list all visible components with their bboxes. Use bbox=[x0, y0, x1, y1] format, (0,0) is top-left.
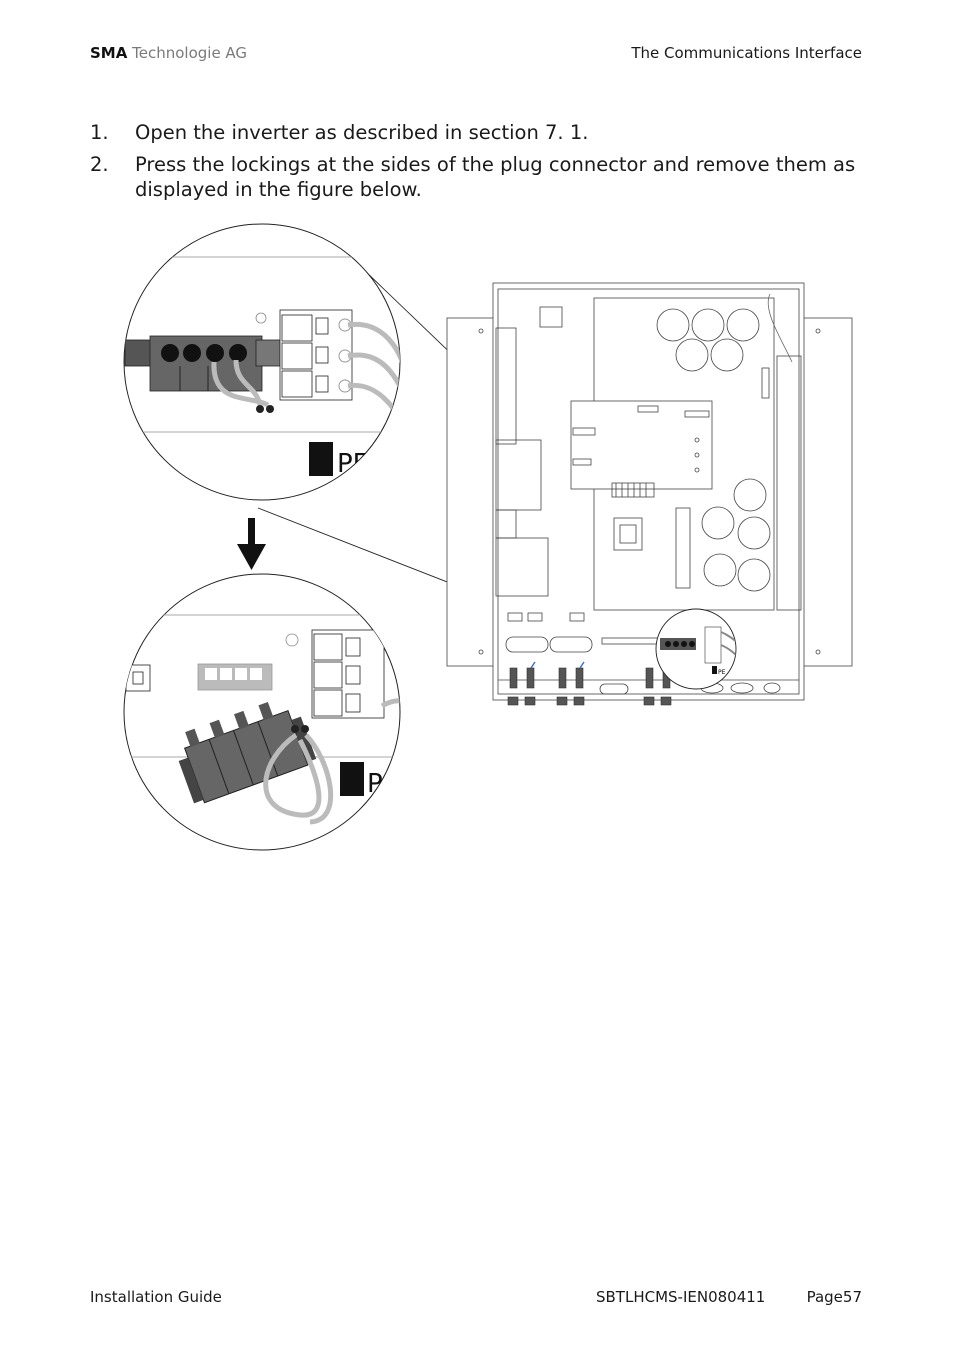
footer-page-number: Page57 bbox=[806, 1288, 862, 1306]
small-detail-circle: PE bbox=[655, 608, 737, 690]
pe-label-small: PE bbox=[718, 669, 726, 676]
inverter-housing-drawing bbox=[446, 282, 853, 701]
instruction-list: 1. Open the inverter as described in sec… bbox=[90, 120, 870, 209]
footer-document-id: SBTLHCMS-IEN080411 bbox=[596, 1288, 766, 1306]
page-header-left: SMA Technologie AG bbox=[90, 44, 247, 62]
step-text: Press the lockings at the sides of the p… bbox=[135, 153, 856, 201]
pe-label-bottom: PE bbox=[367, 769, 399, 799]
zoom-circle-after: PE bbox=[123, 573, 401, 851]
down-arrow-icon bbox=[237, 518, 266, 570]
step-text: Open the inverter as described in sectio… bbox=[135, 121, 589, 144]
step-number: 1. bbox=[90, 121, 109, 144]
footer-guide-title: Installation Guide bbox=[90, 1288, 222, 1306]
brand-name: SMA bbox=[90, 44, 128, 62]
zoom-leader-lines bbox=[257, 269, 736, 667]
cable-gland-row bbox=[507, 667, 672, 706]
pe-label-top: PE bbox=[337, 449, 369, 479]
step-number: 2. bbox=[90, 153, 109, 176]
instruction-step: 2. Press the lockings at the sides of th… bbox=[90, 152, 870, 202]
instruction-step: 1. Open the inverter as described in sec… bbox=[90, 120, 870, 145]
zoom-circle-before: PE bbox=[123, 223, 401, 501]
blue-wire-markers bbox=[530, 661, 672, 669]
company-name: Technologie AG bbox=[132, 44, 248, 62]
section-title: The Communications Interface bbox=[631, 44, 862, 62]
